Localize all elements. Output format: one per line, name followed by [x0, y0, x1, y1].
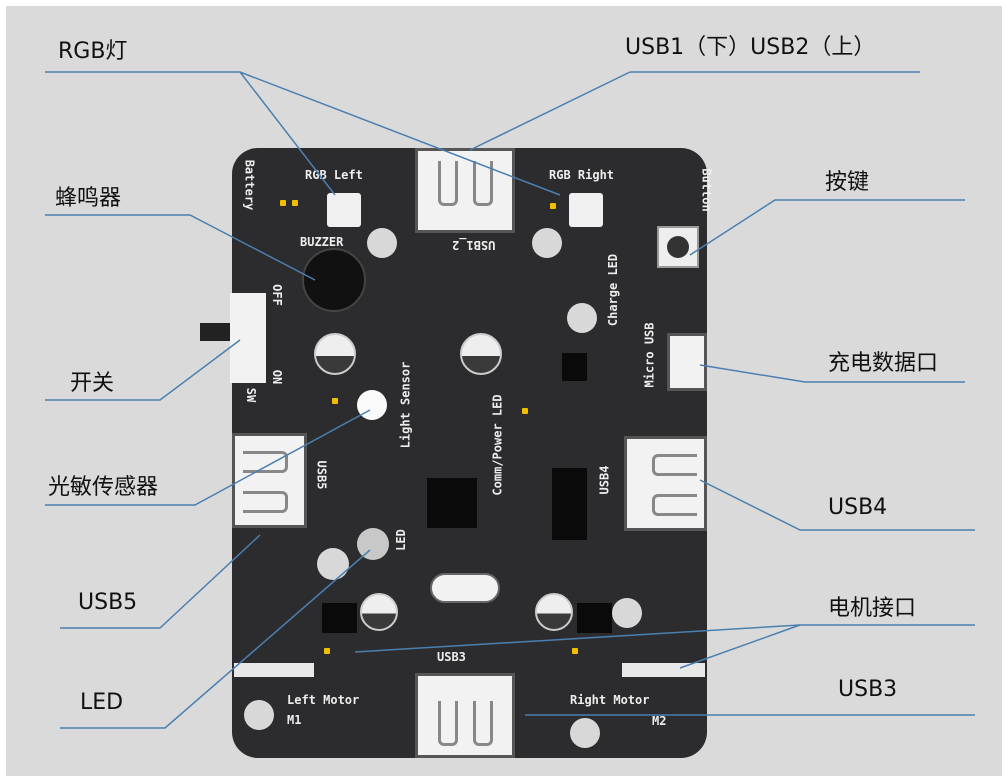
- silk-rgb-right: RGB Right: [549, 168, 615, 182]
- ic-chip: [552, 468, 587, 540]
- silk-usb3: USB3: [437, 650, 466, 664]
- ic-chip: [562, 353, 587, 381]
- leader-usb5: [60, 534, 261, 629]
- leader-usb4: [699, 479, 975, 531]
- silk-m2: M2: [652, 714, 667, 728]
- rgb-left-led: [327, 193, 361, 227]
- leader-button: [689, 199, 965, 256]
- leader-rgb: [45, 71, 561, 196]
- leader-light-sensor: [45, 409, 371, 506]
- smd-pad: [280, 200, 286, 206]
- status-led: [357, 528, 389, 560]
- silk-right-motor: Right Motor: [570, 693, 650, 707]
- leader-buzzer: [45, 214, 316, 281]
- label-motor-port: 电机接口: [828, 596, 917, 621]
- mount-hole: [532, 228, 562, 258]
- usb1-2-port: [415, 148, 515, 233]
- motor-driver-right: [577, 603, 612, 633]
- push-button: [657, 226, 699, 268]
- capacitor: [460, 333, 502, 375]
- label-button: 按键: [825, 170, 870, 195]
- switch-lever: [200, 323, 230, 341]
- label-switch: 开关: [70, 371, 115, 396]
- capacitor: [360, 593, 398, 631]
- leader-switch: [45, 339, 241, 401]
- capacitor: [535, 593, 573, 631]
- leader-motor: [354, 624, 975, 669]
- label-charge-port: 充电数据口: [828, 351, 939, 376]
- mount-hole: [570, 718, 600, 748]
- leader-charge: [699, 364, 965, 383]
- smd-pad: [550, 203, 556, 209]
- usb3-port: [415, 673, 515, 758]
- mount-hole: [567, 303, 597, 333]
- pcb-board: RGB Left RGB Right Battery BUZZER USB1_2…: [200, 148, 714, 758]
- left-motor-connector: [234, 663, 314, 677]
- capacitor: [314, 333, 356, 375]
- silk-rgb-left: RGB Left: [305, 168, 363, 182]
- leader-led: [60, 549, 371, 729]
- label-usb4: USB4: [828, 495, 888, 520]
- usb4-port: [624, 436, 707, 531]
- smd-pad: [572, 648, 578, 654]
- smd-pad: [292, 200, 298, 206]
- label-rgb: RGB灯: [58, 39, 128, 64]
- leader-usb12: [469, 71, 920, 151]
- smd-pad: [324, 648, 330, 654]
- silk-left-motor: Left Motor: [287, 693, 360, 707]
- label-led: LED: [80, 690, 124, 715]
- microcontroller-chip: [427, 478, 477, 528]
- mount-hole: [612, 598, 642, 628]
- smd-pad: [332, 398, 338, 404]
- buzzer: [302, 248, 366, 312]
- label-buzzer: 蜂鸣器: [55, 186, 122, 211]
- mount-hole: [367, 228, 397, 258]
- mount-hole: [317, 548, 349, 580]
- label-light-sensor: 光敏传感器: [48, 475, 159, 500]
- power-switch: [230, 293, 266, 383]
- usb5-port: [232, 433, 307, 528]
- label-usb12: USB1（下）USB2（上）: [625, 35, 876, 60]
- label-usb3: USB3: [838, 677, 898, 702]
- crystal: [430, 573, 500, 603]
- rgb-right-led: [569, 193, 603, 227]
- motor-driver-left: [322, 603, 357, 633]
- silk-m1: M1: [287, 713, 302, 727]
- silk-buzzer: BUZZER: [300, 235, 344, 249]
- label-usb5: USB5: [78, 590, 138, 615]
- smd-pad: [522, 408, 528, 414]
- mount-hole: [244, 700, 274, 730]
- micro-usb-port: [667, 333, 707, 391]
